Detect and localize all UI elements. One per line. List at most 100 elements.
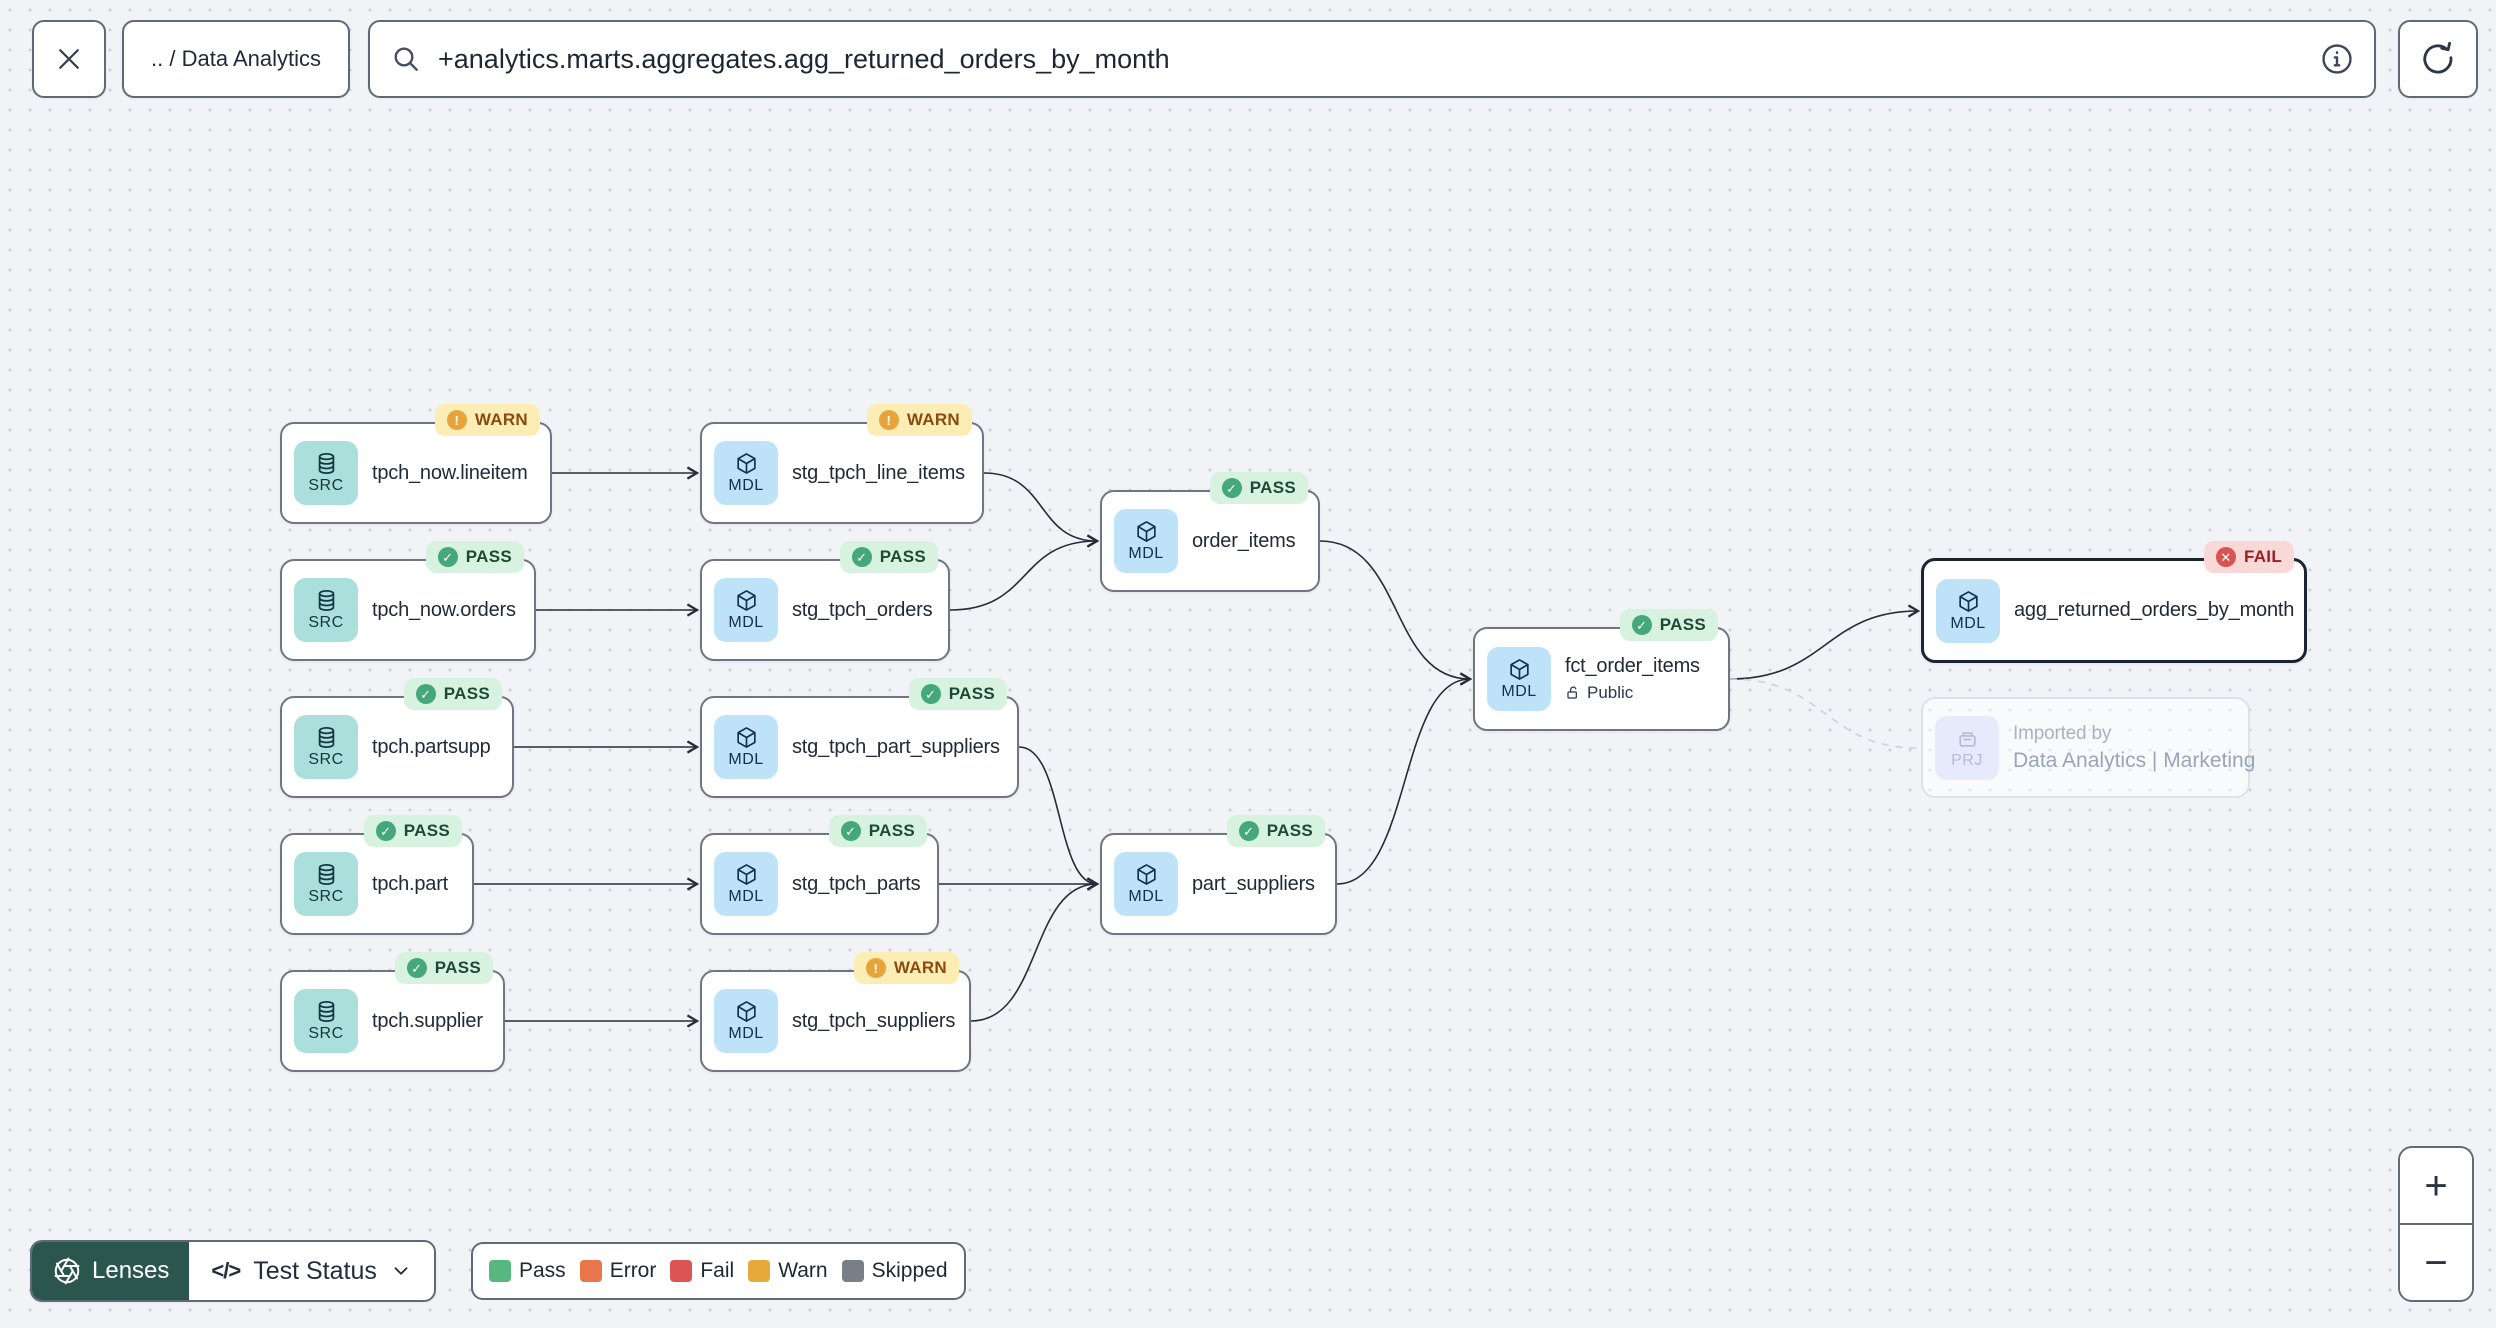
status-badge-pass: ✓PASS <box>828 815 927 847</box>
type-badge-label: MDL <box>728 888 764 905</box>
legend-swatch <box>579 1260 602 1282</box>
node-labels: tpch_now.orders <box>372 599 516 622</box>
cube-icon <box>736 590 756 611</box>
graph-node-stg_tpch_orders[interactable]: MDL stg_tpch_orders ✓PASS <box>700 541 950 661</box>
search-icon <box>394 47 418 71</box>
node-subtitle: Data Analytics | Marketing <box>2013 748 2256 772</box>
node-labels: stg_tpch_parts <box>792 872 921 896</box>
node-labels: order_items <box>1192 529 1296 553</box>
node-labels: stg_tpch_suppliers <box>792 1010 955 1033</box>
status-dot-icon: ✓ <box>406 958 427 978</box>
legend-swatch <box>489 1260 511 1282</box>
graph-node-stg_tpch_parts[interactable]: MDL stg_tpch_parts ✓PASS <box>700 815 939 935</box>
info-icon[interactable] <box>2318 40 2356 78</box>
zoom-in-button[interactable]: + <box>2400 1148 2472 1223</box>
cube-icon <box>1509 659 1529 680</box>
search-bar[interactable] <box>368 20 2376 98</box>
legend-label: Skipped <box>871 1259 948 1282</box>
legend-item-pass: Pass <box>489 1259 566 1283</box>
breadcrumb-button[interactable]: .. / Data Analytics <box>122 20 350 98</box>
divider <box>2400 1223 2472 1225</box>
cube-icon <box>736 727 756 748</box>
type-badge-label: SRC <box>308 1025 344 1042</box>
node-title: order_items <box>1192 529 1296 552</box>
type-badge-label: MDL <box>728 614 764 631</box>
status-dot-icon: ! <box>446 410 467 430</box>
project-type-badge: PRJ <box>1935 715 1999 780</box>
status-badge-pass: ✓PASS <box>1209 472 1308 504</box>
aperture-icon <box>54 1257 80 1285</box>
cube-icon <box>1136 864 1156 885</box>
status-dot-icon: ✓ <box>1221 478 1242 498</box>
legend-label: Fail <box>700 1259 735 1282</box>
legend-swatch <box>670 1260 693 1282</box>
status-dot-icon: ! <box>865 958 886 978</box>
type-badge-label: MDL <box>728 751 764 768</box>
legend-item-fail: Fail <box>670 1259 734 1283</box>
node-labels: stg_tpch_orders <box>792 599 933 622</box>
node-labels: tpch.part <box>372 873 448 896</box>
legend-label: Pass <box>519 1259 566 1282</box>
legend-label: Error <box>609 1259 657 1282</box>
model-type-badge: MDL <box>714 989 778 1053</box>
lineage-edge <box>970 877 1100 1022</box>
refresh-button[interactable] <box>2398 20 2478 98</box>
node-title: stg_tpch_suppliers <box>792 1009 956 1032</box>
unlock-icon <box>1567 686 1577 699</box>
graph-node-order_items[interactable]: MDL order_items ✓PASS <box>1100 472 1320 592</box>
refresh-icon <box>2423 41 2453 74</box>
status-badge-pass: ✓PASS <box>1619 609 1718 641</box>
source-type-badge: SRC <box>294 715 358 779</box>
status-dot-icon: ✓ <box>1238 821 1259 841</box>
lenses-label: Lenses <box>92 1257 170 1284</box>
zoom-out-button[interactable]: − <box>2400 1225 2472 1300</box>
close-button[interactable] <box>32 20 106 98</box>
status-badge-warn: !WARN <box>866 404 972 436</box>
status-badge-warn: !WARN <box>853 952 959 984</box>
model-type-badge: MDL <box>1114 509 1178 573</box>
node-title: stg_tpch_parts <box>792 872 921 895</box>
cube-icon <box>1958 590 1978 612</box>
node-title: stg_tpch_line_items <box>792 461 965 484</box>
type-badge-label: MDL <box>1950 614 1986 632</box>
status-dot-icon: ✓ <box>851 547 872 567</box>
status-dot-icon: ✓ <box>375 821 396 841</box>
type-badge-label: MDL <box>728 1025 764 1042</box>
status-badge-pass: ✓PASS <box>394 952 493 984</box>
lenses-button[interactable]: Lenses <box>32 1242 190 1300</box>
lineage-edge <box>1319 540 1473 686</box>
node-labels: stg_tpch_line_items <box>792 462 965 485</box>
project-box-icon <box>1958 731 1976 747</box>
legend-swatch <box>748 1260 771 1282</box>
lineage-edge-dashed <box>1729 678 1919 749</box>
database-icon <box>318 864 334 885</box>
graph-node-stg_tpch_suppliers[interactable]: MDL stg_tpch_suppliers !WARN <box>700 952 971 1072</box>
status-badge-fail: ✕FAIL <box>2203 541 2294 573</box>
close-icon <box>59 49 79 69</box>
lineage-edge <box>983 472 1100 548</box>
lens-selector[interactable]: </> Test Status <box>189 1242 433 1300</box>
breadcrumb: .. / Data Analytics <box>151 46 321 71</box>
search-input[interactable] <box>438 43 2294 75</box>
type-badge-label: SRC <box>308 888 344 905</box>
model-type-badge: MDL <box>1936 578 2000 643</box>
status-dot-icon: ✓ <box>920 684 941 704</box>
lens-control: Lenses </> Test Status <box>30 1240 436 1302</box>
model-type-badge: MDL <box>1114 852 1178 916</box>
status-badge-pass: ✓PASS <box>839 541 938 573</box>
node-access-label: Public <box>1565 683 1700 703</box>
source-type-badge: SRC <box>294 989 358 1053</box>
